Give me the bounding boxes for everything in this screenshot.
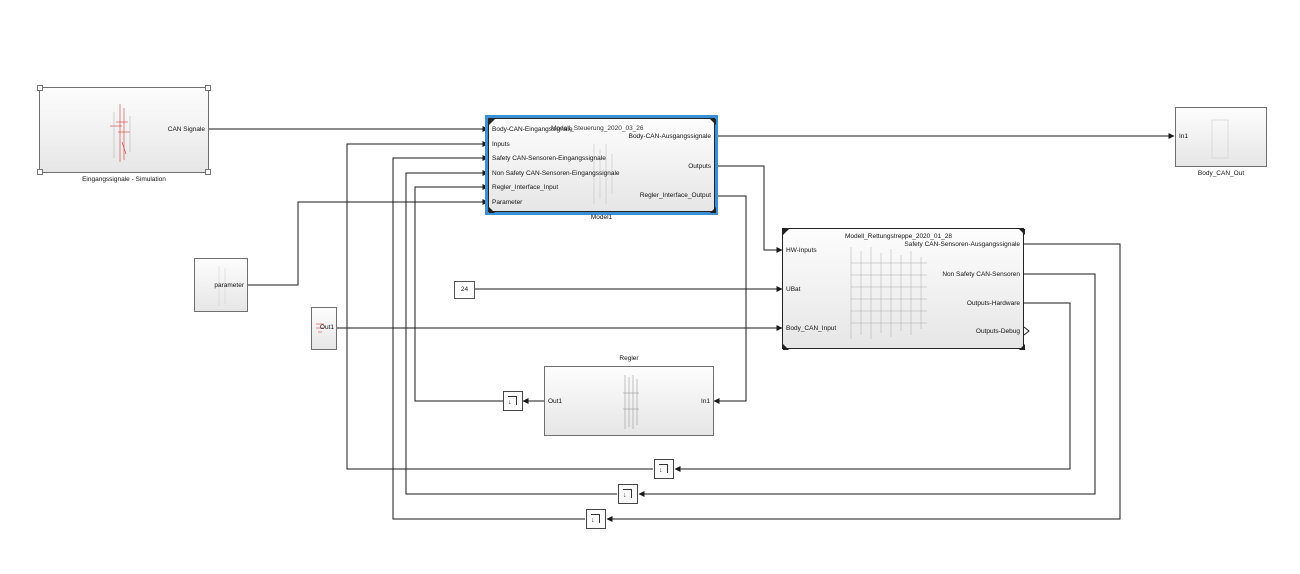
signal-line-parameter [248,199,489,286]
subsystem-corner-marks [783,229,1025,350]
parameter-block[interactable]: parameter [194,258,248,312]
port-in-non-safety-can: Non Safety CAN-Sensoren-Eingangssignale [492,170,620,177]
block-thumbnail [593,144,613,204]
resize-handle[interactable] [205,169,211,175]
port-in-parameter: Parameter [492,199,523,206]
signal-line-safety-loop [606,243,1121,522]
block-thumbnail [1211,119,1229,159]
signal-line-nonsafety-loop [638,273,1096,497]
rettungstreppe-title: Modell_Rettungstreppe_2020_01_28 [845,233,952,240]
resize-handle[interactable] [37,169,43,175]
port-out-regler-out1: Out1 [548,398,563,405]
port-in-body-can-input: Body_CAN_Input [786,325,837,332]
port-out-out1: Out1 [319,324,334,331]
outputs-debug-port [1023,326,1030,336]
port-out-safety-can: Safety CAN-Sensoren-Ausgangssignale [904,241,1020,248]
regler-block[interactable]: Out1 In1 [544,366,714,436]
eingangssignale-simulation-block[interactable]: CAN Signale [37,85,211,175]
port-out-outputs-debug: Outputs-Debug [975,328,1020,335]
block-thumbnail [623,375,639,429]
port-out-parameter: parameter [214,282,244,289]
out1-block[interactable]: Out1 [311,307,337,350]
memory-block-safety[interactable]: ↓ [586,509,606,529]
block-name-model1: Model1 [590,214,613,221]
port-out-non-safety-can: Non Safety CAN-Sensoren [942,271,1020,278]
memory-block-regler[interactable]: ↓ [503,391,523,411]
constant-block[interactable]: 24 [454,281,475,299]
memory-block-non-safety[interactable]: ↓ [618,484,638,504]
port-in-ubat: UBat [786,286,801,293]
port-out-body-can: Body-CAN-Ausgangssignale [628,133,711,140]
port-in-regler-interface: Regler_Interface_Input [492,184,559,191]
resize-handle[interactable] [205,85,211,91]
block-name-eingangssignale: Eingangssignale - Simulation [82,176,166,183]
port-in-regler-in1: In1 [700,398,710,405]
port-out-outputs-hardware: Outputs-Hardware [966,300,1020,307]
block-thumbnail [850,247,927,339]
signal-line-regler-feedback [414,184,503,402]
body-can-out-block[interactable]: In1 [1175,107,1267,167]
block-name-regler: Regler [619,355,639,362]
signal-line-outputs [715,165,783,253]
port-out-regler-interface: Regler_Interface_Output [639,192,711,199]
model1-block[interactable]: Modell_Steuerung_2020_03_26 Body-CAN-Ein… [485,115,718,215]
block-thumbnail [215,266,231,306]
rettungstreppe-block[interactable]: Modell_Rettungstreppe_2020_01_28 HW-Inpu… [782,228,1025,350]
port-in-in1: In1 [1179,133,1189,140]
port-out-outputs: Outputs [688,163,711,170]
block-name-body-can-out: Body_CAN_Out [1197,170,1245,177]
subsystem-corner-marks [489,119,716,213]
memory-block-hardware[interactable]: ↓ [654,459,674,479]
block-thumbnail [110,104,131,162]
model1-title: Modell_Steuerung_2020_03_26 [551,125,644,132]
port-in-inputs: Inputs [492,141,510,148]
port-out-can-signale: CAN Signale [167,126,205,133]
signal-line-regler-out [713,195,747,404]
port-in-body-can: Body-CAN-Eingangssignale [492,126,573,133]
signal-line-hw-loop [674,302,1071,472]
port-in-safety-can: Safety CAN-Sensoren-Eingangssignale [492,155,606,162]
resize-handle[interactable] [37,85,43,91]
block-thumbnail [316,323,324,333]
port-in-hw-inputs: HW-Inputs [786,247,817,254]
